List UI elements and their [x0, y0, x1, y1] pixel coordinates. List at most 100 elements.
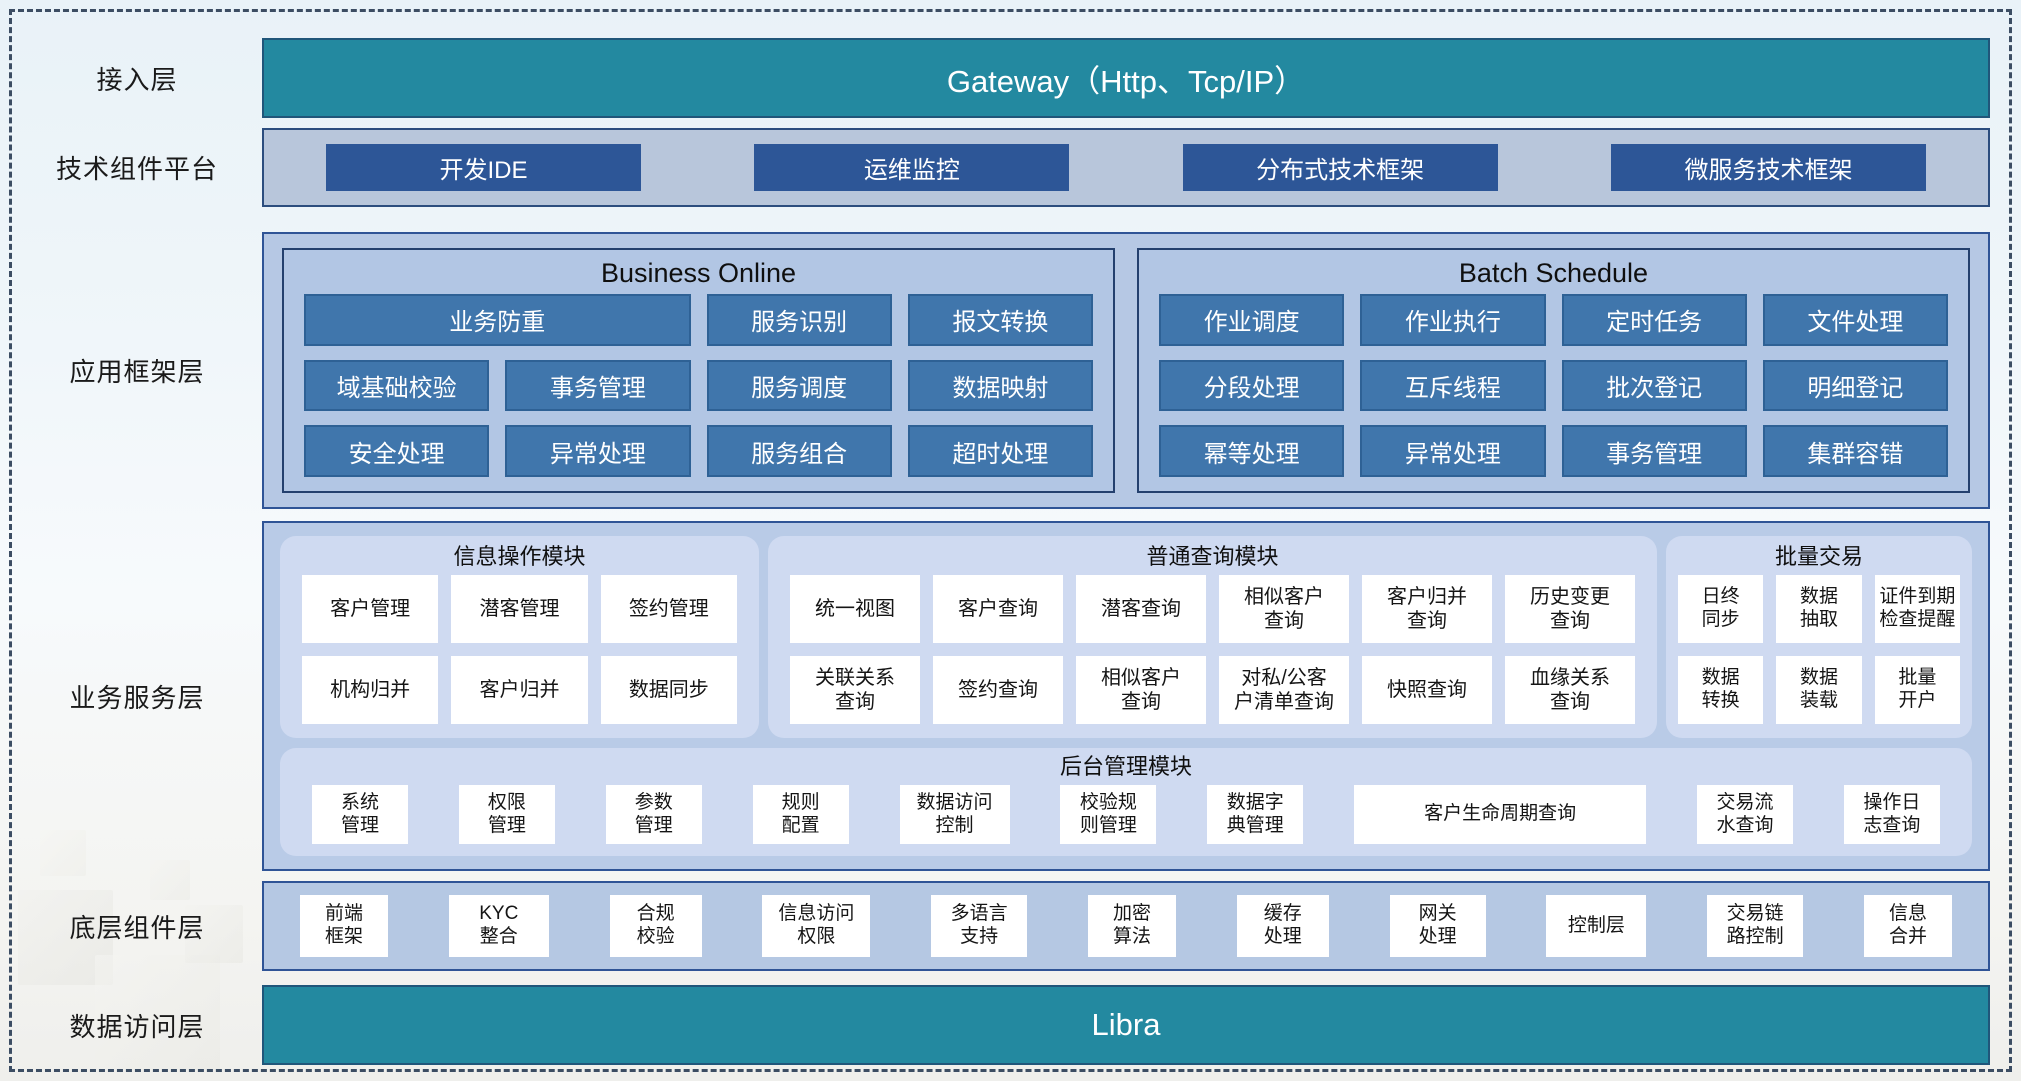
business-online-item: 异常处理	[505, 425, 691, 477]
layer-label-business-service: 业务服务层	[69, 682, 205, 713]
business-online-item: 安全处理	[304, 425, 490, 477]
batch-schedule-item: 事务管理	[1561, 425, 1747, 477]
common-query-item: 相似客户 查询	[1076, 656, 1206, 724]
batch-trade-item: 批量 开户	[1874, 656, 1960, 724]
info-operation-title: 信息操作模块	[453, 544, 586, 569]
base-component-item: 控制层	[1546, 895, 1647, 957]
batch-trade-title: 批量交易	[1774, 544, 1863, 569]
business-online-item: 服务调度	[706, 359, 892, 412]
common-query-item: 相似客户 查询	[1219, 575, 1349, 643]
batch-schedule-item: 分段处理	[1159, 359, 1345, 412]
batch-schedule-item: 定时任务	[1561, 294, 1747, 346]
app-framework-row: 应用框架层 Business Online 业务防重服务识别报文转换域基础校验事…	[12, 232, 2009, 509]
background-cube	[150, 860, 190, 900]
batch-schedule-item: 异常处理	[1360, 425, 1546, 477]
base-component-item: 信息访问 权限	[762, 895, 871, 957]
base-component-item: 多语言 支持	[931, 895, 1028, 957]
business-service-row: 业务服务层 信息操作模块 客户管理潜客管理签约管理机构归并客户归并数据同步 普通…	[12, 521, 2009, 871]
business-online-grid: 业务防重服务识别报文转换域基础校验事务管理服务调度数据映射安全处理异常处理服务组…	[304, 294, 1093, 477]
info-operation-item: 签约管理	[600, 575, 737, 643]
access-layer-row: 接入层 Gateway（Http、Tcp/IP）	[12, 38, 2009, 118]
base-components-box: 前端 框架 KYC 整合合规 校验信息访问 权限多语言 支持加密 算法缓存 处理网…	[262, 881, 1990, 971]
common-query-item: 对私/公客 户清单查询	[1219, 656, 1349, 724]
business-online-item: 数据映射	[907, 359, 1093, 412]
batch-schedule-title: Batch Schedule	[1458, 258, 1649, 288]
libra-bar: Libra	[262, 985, 1990, 1065]
business-online-item: 服务组合	[706, 425, 892, 477]
batch-schedule-item: 明细登记	[1762, 359, 1948, 412]
info-operation-item: 客户管理	[302, 575, 439, 643]
info-operation-grid: 客户管理潜客管理签约管理机构归并客户归并数据同步	[302, 575, 737, 724]
common-query-item: 潜客查询	[1076, 575, 1206, 643]
info-operation-panel: 信息操作模块 客户管理潜客管理签约管理机构归并客户归并数据同步	[280, 536, 759, 738]
common-query-grid: 统一视图客户查询潜客查询相似客户 查询客户归并 查询历史变更 查询关联关系 查询…	[790, 575, 1635, 724]
info-operation-item: 客户归并	[451, 656, 588, 724]
batch-trade-item: 数据 转换	[1678, 656, 1764, 724]
app-framework-box: Business Online 业务防重服务识别报文转换域基础校验事务管理服务调…	[262, 232, 1990, 509]
background-cube	[95, 955, 220, 1070]
base-components-row: 底层组件层 前端 框架 KYC 整合合规 校验信息访问 权限多语言 支持加密 算法…	[12, 881, 2009, 971]
admin-module-item: 参数 管理	[605, 785, 702, 844]
base-component-item: 加密 算法	[1087, 895, 1176, 957]
batch-schedule-item: 幂等处理	[1159, 425, 1345, 477]
admin-module-row: 系统 管理权限 管理参数 管理规则 配置数据访问 控制校验规 则管理数据字 典管…	[312, 785, 1940, 844]
business-online-title: Business Online	[600, 258, 797, 288]
common-query-item: 客户归并 查询	[1362, 575, 1492, 643]
admin-module-item: 交易流 水查询	[1697, 785, 1793, 844]
common-query-item: 关联关系 查询	[790, 656, 920, 724]
layer-label-tech-platform: 技术组件平台	[55, 154, 218, 184]
base-component-item: 前端 框架	[300, 895, 388, 957]
batch-trade-item: 日终 同步	[1678, 575, 1764, 643]
tech-platform-item: 微服务技术框架	[1610, 144, 1926, 191]
background-cube	[185, 905, 243, 963]
business-service-box: 信息操作模块 客户管理潜客管理签约管理机构归并客户归并数据同步 普通查询模块 统…	[262, 521, 1990, 871]
admin-module-item: 规则 配置	[752, 785, 849, 844]
info-operation-item: 潜客管理	[451, 575, 588, 643]
admin-module-item: 操作日 志查询	[1843, 785, 1940, 844]
business-online-item: 域基础校验	[304, 359, 490, 412]
admin-module-item: 权限 管理	[458, 785, 555, 844]
batch-trade-panel: 批量交易 日终 同步数据 抽取证件到期 检查提醒数据 转换数据 装载批量 开户	[1666, 536, 1972, 738]
base-component-item: 网关 处理	[1389, 895, 1486, 957]
layer-label-data-access: 数据访问层	[69, 1011, 205, 1042]
admin-module-item: 校验规 则管理	[1060, 785, 1157, 844]
info-operation-item: 机构归并	[302, 656, 439, 724]
common-query-item: 统一视图	[790, 575, 920, 643]
admin-module-item: 数据字 典管理	[1207, 785, 1304, 844]
batch-trade-item: 证件到期 检查提醒	[1874, 575, 1960, 643]
batch-schedule-panel: Batch Schedule 作业调度作业执行定时任务文件处理分段处理互斥线程批…	[1137, 248, 1970, 493]
business-online-item: 报文转换	[907, 294, 1093, 346]
common-query-item: 签约查询	[933, 656, 1063, 724]
admin-module-item: 系统 管理	[312, 785, 408, 844]
base-component-item: 交易链 路控制	[1707, 895, 1804, 957]
base-component-item: 信息 合并	[1863, 895, 1952, 957]
admin-module-panel: 后台管理模块 系统 管理权限 管理参数 管理规则 配置数据访问 控制校验规 则管…	[280, 748, 1972, 856]
common-query-item: 历史变更 查询	[1505, 575, 1635, 643]
batch-schedule-item: 文件处理	[1762, 294, 1948, 346]
base-component-item: KYC 整合	[448, 895, 549, 957]
batch-trade-item: 数据 抽取	[1776, 575, 1862, 643]
tech-platform-item: 分布式技术框架	[1182, 144, 1498, 191]
batch-schedule-item: 互斥线程	[1360, 359, 1546, 412]
info-operation-item: 数据同步	[600, 656, 737, 724]
business-service-top: 信息操作模块 客户管理潜客管理签约管理机构归并客户归并数据同步 普通查询模块 统…	[280, 536, 1972, 738]
layer-label-app-framework: 应用框架层	[69, 357, 205, 387]
base-component-item: 合规 校验	[609, 895, 702, 957]
admin-module-title: 后台管理模块	[1059, 754, 1192, 779]
common-query-item: 血缘关系 查询	[1505, 656, 1635, 724]
business-online-item: 事务管理	[505, 359, 691, 412]
layer-label-base-components: 底层组件层	[69, 912, 205, 943]
data-access-row: 数据访问层 Libra	[12, 985, 2009, 1065]
batch-schedule-item: 作业调度	[1159, 294, 1345, 346]
batch-schedule-item: 作业执行	[1360, 294, 1546, 346]
business-online-panel: Business Online 业务防重服务识别报文转换域基础校验事务管理服务调…	[282, 248, 1115, 493]
gateway-bar: Gateway（Http、Tcp/IP）	[262, 38, 1990, 118]
tech-platform-item: 运维监控	[754, 144, 1070, 191]
business-online-item: 服务识别	[706, 294, 892, 346]
layer-label-access: 接入层	[96, 64, 178, 95]
base-component-item: 缓存 处理	[1236, 895, 1329, 957]
admin-module-item: 数据访问 控制	[899, 785, 1010, 844]
batch-schedule-item: 批次登记	[1561, 359, 1747, 412]
